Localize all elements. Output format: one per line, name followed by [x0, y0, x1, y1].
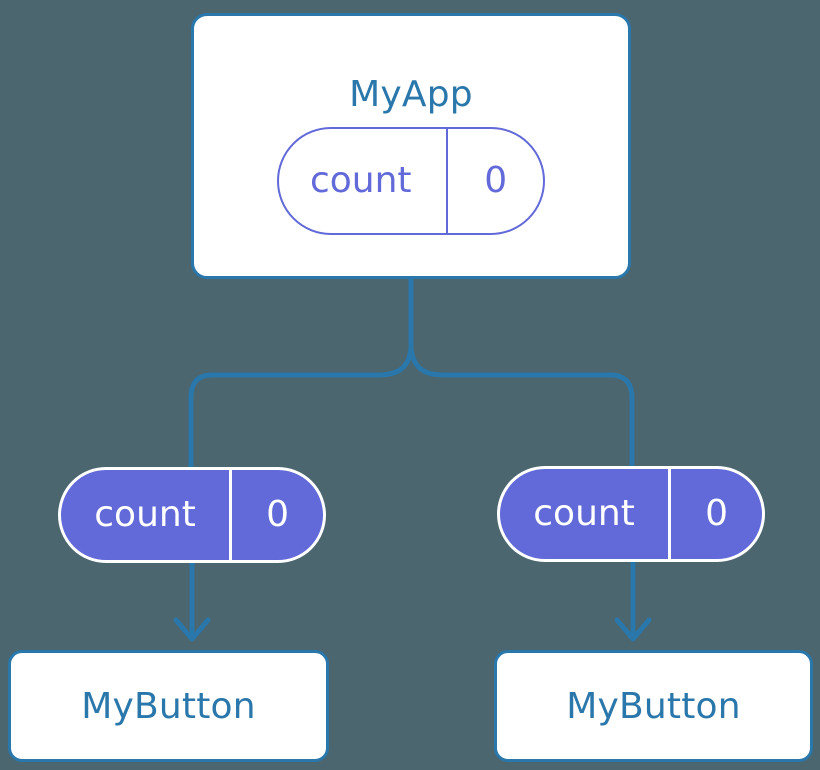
props-pill-right[interactable]: count 0 — [497, 466, 765, 562]
branch-right — [408, 345, 635, 469]
arrow-right-head — [614, 617, 652, 642]
arrow-left-head — [173, 617, 211, 642]
props-pill-left[interactable]: count 0 — [58, 467, 326, 563]
branch-left — [188, 345, 414, 470]
state-pill-myapp-value: 0 — [484, 160, 508, 201]
props-pill-left-key: count — [61, 470, 233, 560]
component-box-mybutton-left[interactable]: MyButton — [8, 650, 329, 762]
component-title-mybutton-left: MyButton — [81, 686, 256, 727]
component-box-mybutton-right[interactable]: MyButton — [494, 650, 813, 762]
props-pill-left-value: 0 — [266, 494, 289, 535]
props-pill-right-key: count — [500, 469, 672, 559]
state-pill-myapp[interactable]: count 0 — [277, 127, 545, 235]
component-title-myapp: MyApp — [349, 74, 473, 115]
component-title-mybutton-right: MyButton — [566, 686, 741, 727]
state-pill-myapp-key: count — [279, 129, 449, 233]
props-pill-right-value: 0 — [705, 493, 728, 534]
